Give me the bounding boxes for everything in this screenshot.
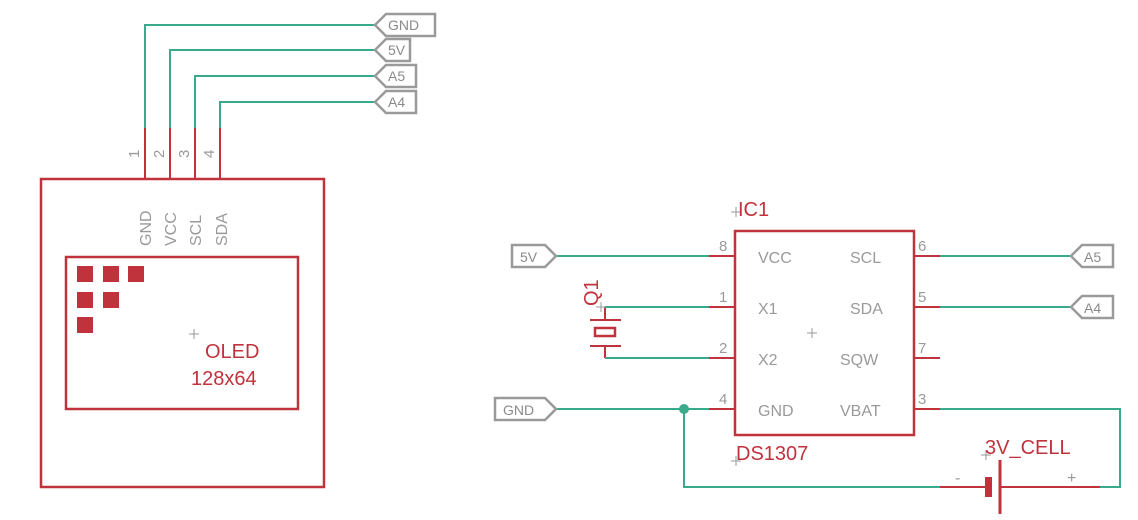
oled-origin-cross xyxy=(189,329,199,339)
ic1-value: DS1307 xyxy=(736,443,808,465)
net-label-text: 5V xyxy=(520,249,538,265)
net-label-text: GND xyxy=(503,402,534,418)
oled-pin-name: GND xyxy=(138,210,155,246)
crystal-name: Q1 xyxy=(581,279,603,306)
ic1-pin-num: 7 xyxy=(918,340,926,357)
ic1-ds1307: 8 1 2 4 6 5 7 3 VCC X1 X2 GND SCL SDA SQ… xyxy=(709,199,940,466)
battery-name: 3V_CELL xyxy=(985,437,1071,459)
net-label-text: A4 xyxy=(1084,300,1101,316)
net-label-a5-right: A5 xyxy=(1069,243,1115,269)
ic1-pin-num: 6 xyxy=(918,238,926,255)
ic1-pin-name: SCL xyxy=(850,250,881,267)
ic1-pin-name: VCC xyxy=(758,250,792,267)
battery-plus-label: + xyxy=(1067,470,1076,487)
wire-gnd-battery xyxy=(683,409,940,488)
ic1-pin-name: VBAT xyxy=(840,403,881,420)
oled-pin-num: 2 xyxy=(151,150,168,158)
ic1-outline xyxy=(733,229,916,437)
ic1-pin-num: 2 xyxy=(719,340,727,357)
oled-net-wires xyxy=(144,24,375,128)
ic1-pin-num: 8 xyxy=(719,238,727,255)
net-label-text: A5 xyxy=(388,68,405,84)
wire-vbat xyxy=(940,408,1121,488)
ic1-name: IC1 xyxy=(738,199,769,221)
oled-pin-num: 3 xyxy=(176,150,193,158)
wire-a4-top xyxy=(219,101,375,128)
ic1-pin-num: 3 xyxy=(918,391,926,408)
oled-pin-num: 1 xyxy=(126,150,143,158)
ic1-pin-name: SQW xyxy=(840,352,879,369)
ic1-pin-name: SDA xyxy=(850,301,883,318)
net-label-a5-top: A5 xyxy=(373,63,418,89)
net-label-gnd-top: GND xyxy=(373,12,437,38)
ic1-origin-cross xyxy=(731,207,817,466)
wire-5v-top xyxy=(169,49,375,128)
ic1-pin-name: X2 xyxy=(758,352,778,369)
wire-a5-top xyxy=(194,75,375,128)
oled-outline xyxy=(39,177,326,489)
oled-pin-name: VCC xyxy=(163,212,180,246)
crystal-q1: Q1 xyxy=(581,279,621,358)
wire-gnd-top xyxy=(144,24,375,128)
net-label-5v-top: 5V xyxy=(373,37,412,63)
net-label-text: A4 xyxy=(388,94,405,110)
oled-value: 128x64 xyxy=(191,368,257,390)
net-label-5v-left: 5V xyxy=(510,243,558,269)
oled-pin-num: 4 xyxy=(201,150,218,158)
net-label-text: GND xyxy=(388,17,419,33)
net-label-a4-right: A4 xyxy=(1069,294,1115,320)
net-label-gnd-left: GND xyxy=(493,396,558,422)
ic1-pin-num: 1 xyxy=(719,289,727,306)
junction-dot xyxy=(679,404,689,414)
net-label-text: A5 xyxy=(1084,249,1101,265)
ic1-pin-name: X1 xyxy=(758,301,778,318)
oled-pin-name: SDA xyxy=(214,213,231,246)
oled-name: OLED xyxy=(205,341,259,363)
battery-minus-label: - xyxy=(955,470,960,487)
oled-pin-name: SCL xyxy=(188,215,205,246)
oled-screen-outline xyxy=(64,255,300,411)
oled-pixels xyxy=(77,266,144,333)
ic1-pin-num: 4 xyxy=(719,391,727,408)
ic1-pin-num: 5 xyxy=(918,289,926,306)
battery-3v-cell: - + 3V_CELL xyxy=(940,437,1100,514)
oled-module: 1 2 3 4 GND VCC SCL SDA OLED 128x64 xyxy=(39,128,326,489)
ic1-pin-name: GND xyxy=(758,403,794,420)
net-label-a4-top: A4 xyxy=(373,89,418,115)
net-label-text: 5V xyxy=(388,42,406,58)
